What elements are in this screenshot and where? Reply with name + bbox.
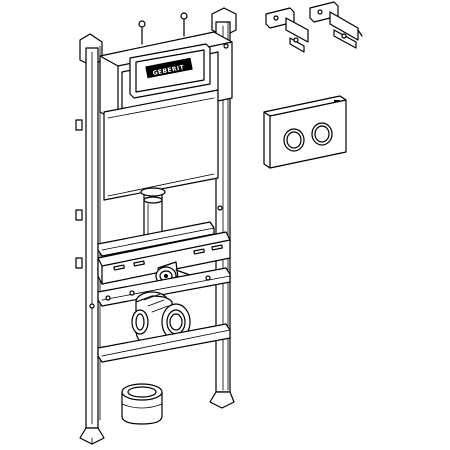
bottom-crossbar [97,323,231,363]
left-frame-post [79,33,105,445]
flush-plate [263,95,347,169]
lower-crossbar [97,267,231,307]
post-details [75,119,223,309]
drain-pipe-socket [121,383,163,425]
wall-brackets [265,1,363,53]
support-crossbar [97,221,231,285]
right-frame-post [209,7,237,409]
actuator-mounting-frame: GEBERIT [129,12,229,99]
